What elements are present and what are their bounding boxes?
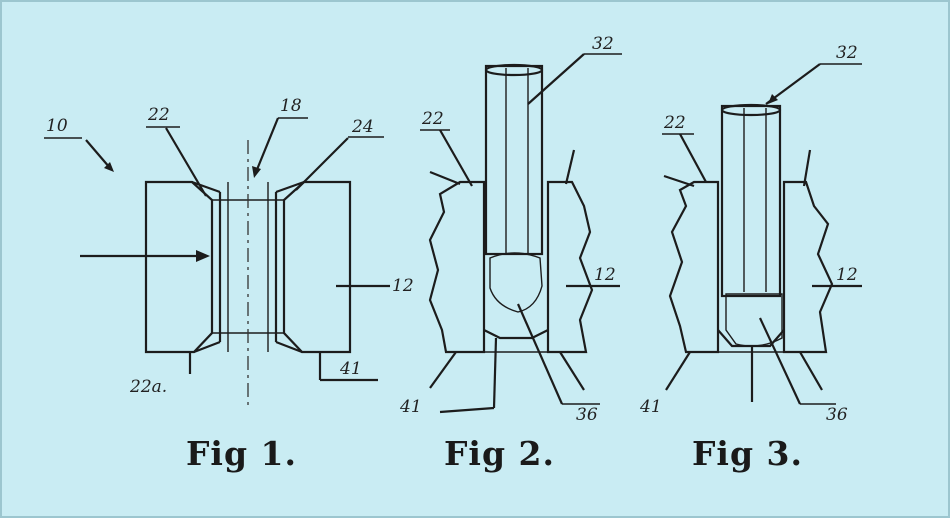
fig1-ref-12: 12: [392, 276, 414, 296]
fig3-ref-22: 22: [663, 113, 686, 133]
fig3-ref-36: 36: [826, 405, 848, 425]
fig2-ref-32: 32: [592, 34, 614, 54]
fig3-body-left: [668, 180, 720, 354]
fig1-ref-22a: 22a.: [129, 377, 167, 397]
fig3-rod: [720, 104, 782, 298]
fig2-body-left: [428, 180, 486, 354]
fig3-ref-32: 32: [836, 43, 858, 63]
fig2-drawing: [420, 53, 622, 414]
fig2-weld-material: [489, 252, 543, 313]
fig1-ref-24: 24: [351, 117, 374, 137]
fig2-rod: [484, 64, 544, 256]
fig3-body-right: [782, 180, 834, 354]
fig1-body-right: [282, 180, 352, 354]
fig2-ref-36: 36: [576, 405, 598, 425]
fig2-body-right: [546, 180, 594, 354]
fig2-ref-41: 41: [399, 397, 422, 417]
fig3-drawing: [662, 63, 862, 405]
fig3-ref-12: 12: [836, 265, 858, 285]
fig3-caption: Fig 3.: [692, 434, 803, 473]
fig3-ref-41: 41: [639, 397, 662, 417]
fig1-caption: Fig 1.: [186, 434, 297, 473]
fig1-drawing: [44, 117, 390, 405]
fig1-ref-22: 22: [147, 105, 170, 125]
fig1-ref-41: 41: [339, 359, 362, 379]
fig2-caption: Fig 2.: [444, 434, 555, 473]
fig1-ref-10: 10: [46, 116, 68, 136]
fig1-body-left: [144, 180, 214, 354]
fig2-ref-12: 12: [594, 265, 616, 285]
fig1-ref-18: 18: [280, 96, 302, 116]
fig3-weld-material: [725, 293, 783, 347]
fig2-ref-22: 22: [421, 109, 444, 129]
